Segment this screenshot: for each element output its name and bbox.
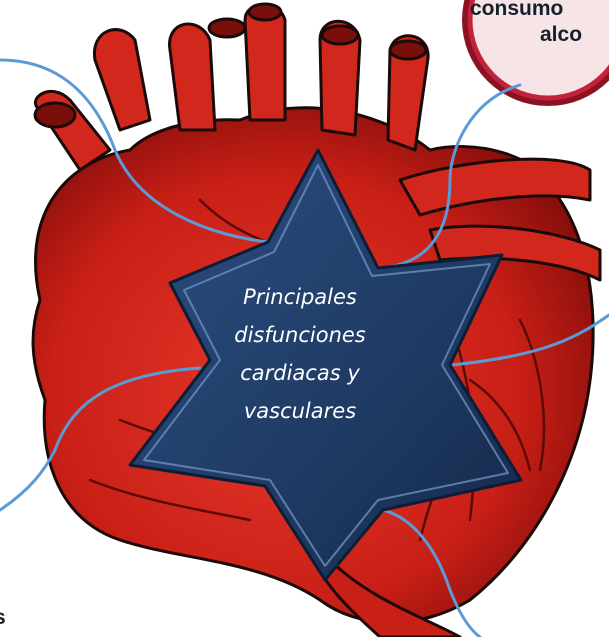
- bottom-label-line2: s: [0, 604, 6, 632]
- bottom-label-line1: l: [0, 576, 6, 604]
- top-label-line2: alco: [470, 22, 582, 48]
- top-label: consumo alco: [470, 0, 582, 48]
- star-title-line1: Principales: [200, 278, 400, 316]
- star-title-line3: cardiacas y: [200, 354, 400, 392]
- top-label-line1: consumo: [470, 0, 563, 20]
- star-title-line2: disfunciones: [200, 316, 400, 354]
- star-title: Principales disfunciones cardiacas y vas…: [200, 278, 400, 430]
- star-title-line4: vasculares: [200, 392, 400, 430]
- bottom-left-label: l s: [0, 576, 6, 632]
